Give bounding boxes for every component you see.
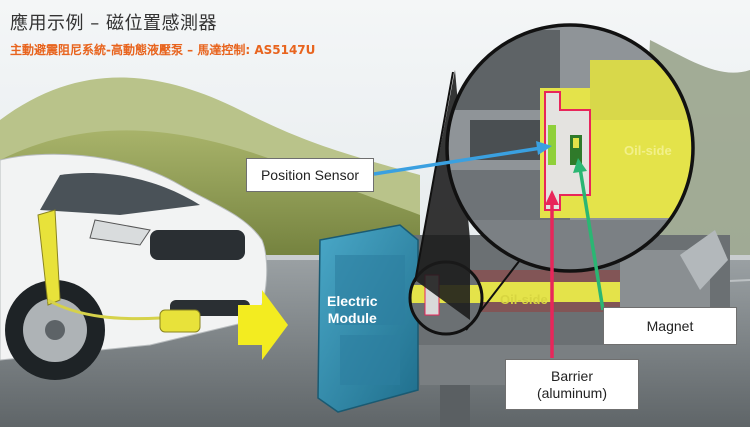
magnet-arrow [578, 167, 605, 311]
electric-module-label-line2: Module [327, 310, 377, 326]
oil-side-label-main: Oil-side [500, 292, 548, 307]
damper-pump-highlight [37, 209, 201, 333]
electric-module-label: Electric Module [327, 293, 378, 327]
barrier-callout-line1: Barrier [550, 368, 593, 385]
slide-subtitle: 主動避震阻尼系統-高動態液壓泵 – 馬達控制: AS5147U [10, 43, 316, 57]
barrier-callout: Barrier (aluminum) [505, 359, 639, 410]
electric-module [317, 224, 419, 413]
magnet-callout: Magnet [603, 307, 737, 345]
barrier-callout-line2: (aluminum) [536, 384, 607, 401]
slide-title: 應用示例 – 磁位置感測器 [10, 13, 217, 34]
direction-arrow [238, 290, 288, 360]
position-sensor-callout: Position Sensor [246, 158, 374, 192]
electric-module-label-line1: Electric [327, 293, 378, 309]
barrier-part [544, 91, 591, 211]
sensor-chip [548, 125, 556, 165]
oil-side-label-zoom: Oil-side [624, 143, 672, 158]
sensor-arrow [373, 146, 542, 176]
